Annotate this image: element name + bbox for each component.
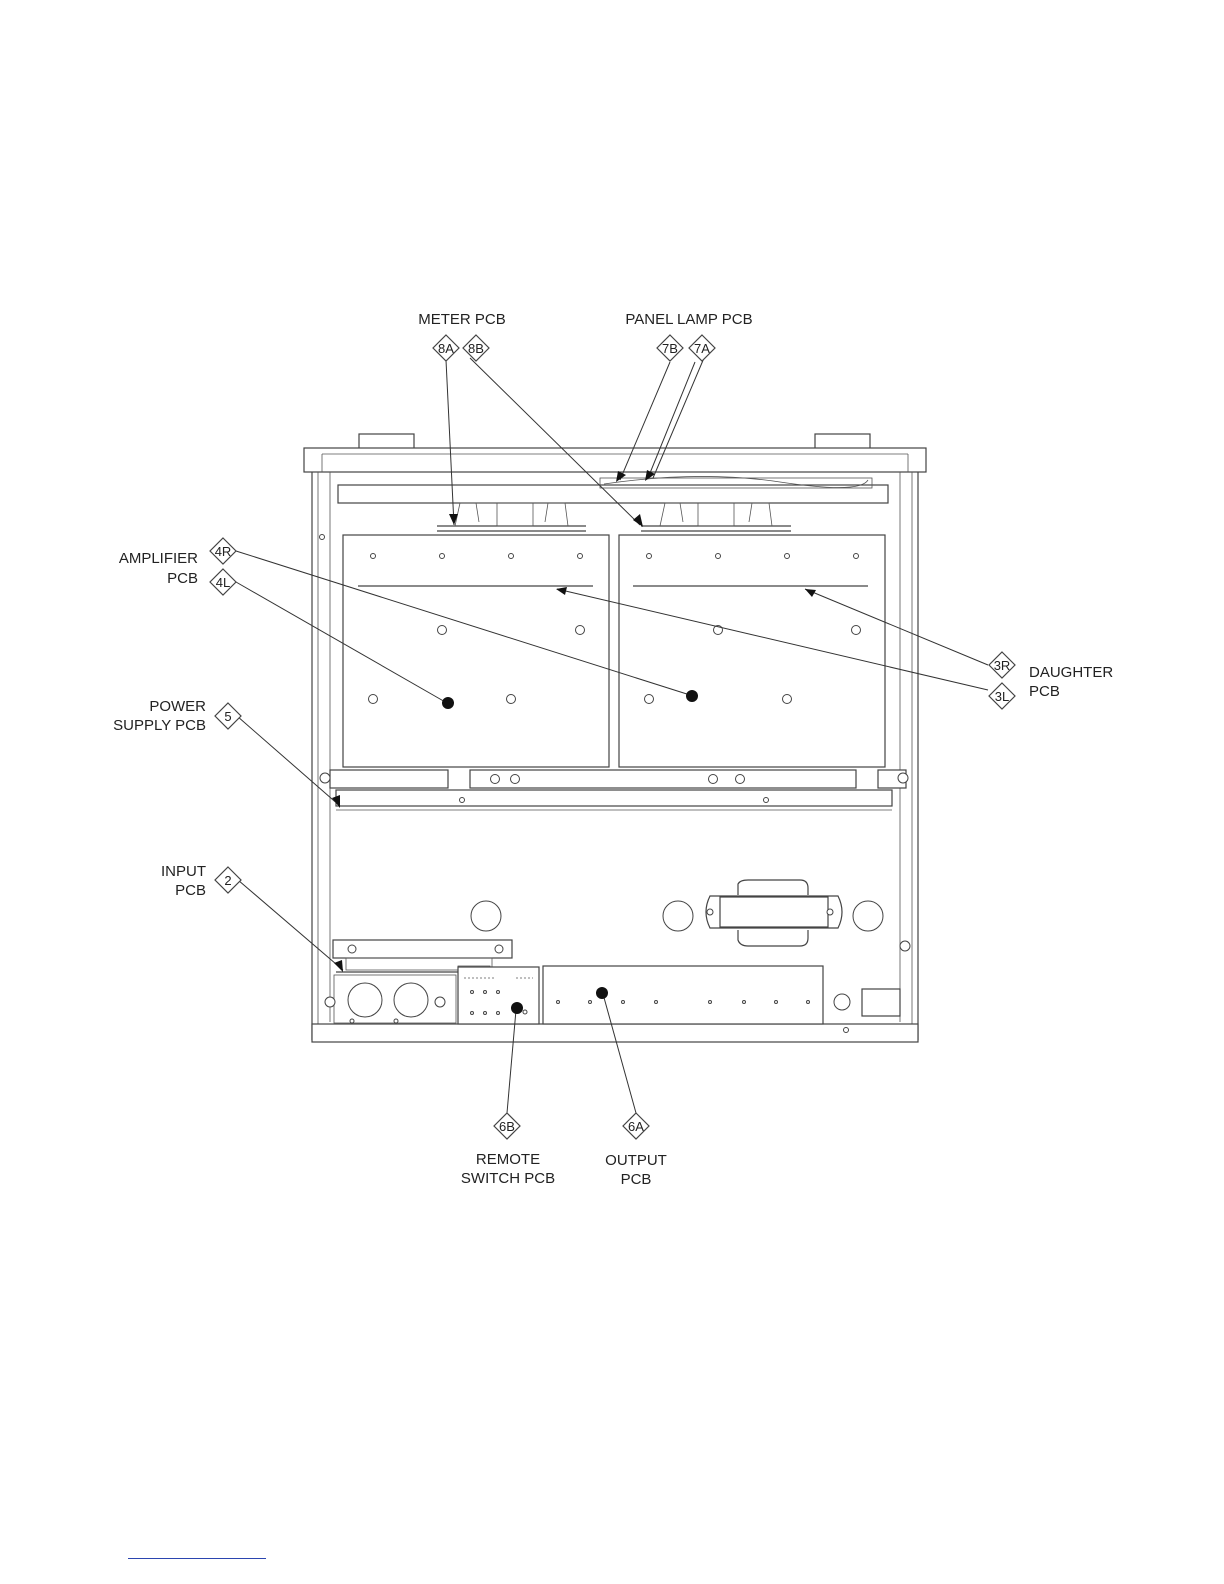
meter-right [641,503,791,531]
footer-link-underline[interactable] [128,1558,266,1559]
tag-6a-text: 6A [628,1119,644,1134]
tag-3l: 3L [989,683,1015,709]
tag-4r: 4R [210,538,236,564]
input-label-line2: PCB [175,882,206,899]
tag-3r-text: 3R [994,658,1011,673]
output-label-line2: PCB [621,1171,652,1188]
output-board [543,966,823,1024]
amplifier-label-line2: PCB [167,570,198,587]
tag-7b-text: 7B [662,341,678,356]
power-supply-label-line2: SUPPLY PCB [113,717,206,734]
tag-8b: 8B [463,335,489,361]
remote-switch-board [458,967,539,1024]
tag-8a: 8A [433,335,459,361]
tag-7a: 7A [689,335,715,361]
tag-8a-text: 8A [438,341,454,356]
remote-switch-label-line1: REMOTE [476,1151,540,1168]
tag-2: 2 [215,867,241,893]
tag-2-text: 2 [224,873,231,888]
callout-labels: METER PCB PANEL LAMP PCB AMPLIFIER PCB P… [113,311,1113,1188]
meter-left [437,503,586,531]
tag-5: 5 [215,703,241,729]
tag-6b-text: 6B [499,1119,515,1134]
chassis-drawing [304,434,926,1042]
output-label-line1: OUTPUT [605,1152,667,1169]
daughter-label-line1: DAUGHTER [1029,664,1113,681]
transformer [706,880,842,946]
tag-6a: 6A [623,1113,649,1139]
tag-3l-text: 3L [995,689,1009,704]
panel-lamp-pcb-label: PANEL LAMP PCB [625,311,752,328]
tag-5-text: 5 [224,709,231,724]
tag-6b: 6B [494,1113,520,1139]
tag-8b-text: 8B [468,341,484,356]
daughter-label-line2: PCB [1029,683,1060,700]
tag-7a-text: 7A [694,341,710,356]
tag-4l: 4L [210,569,236,595]
amplifier-label-line1: AMPLIFIER [119,550,198,567]
tag-4l-text: 4L [216,575,230,590]
meter-pcb-label: METER PCB [418,311,506,328]
input-label-line1: INPUT [161,863,206,880]
tag-4r-text: 4R [215,544,232,559]
tag-3r: 3R [989,652,1015,678]
power-supply-label-line1: POWER [149,698,206,715]
remote-switch-label-line2: SWITCH PCB [461,1170,555,1187]
tag-7b: 7B [657,335,683,361]
power-supply-rail [320,770,908,810]
